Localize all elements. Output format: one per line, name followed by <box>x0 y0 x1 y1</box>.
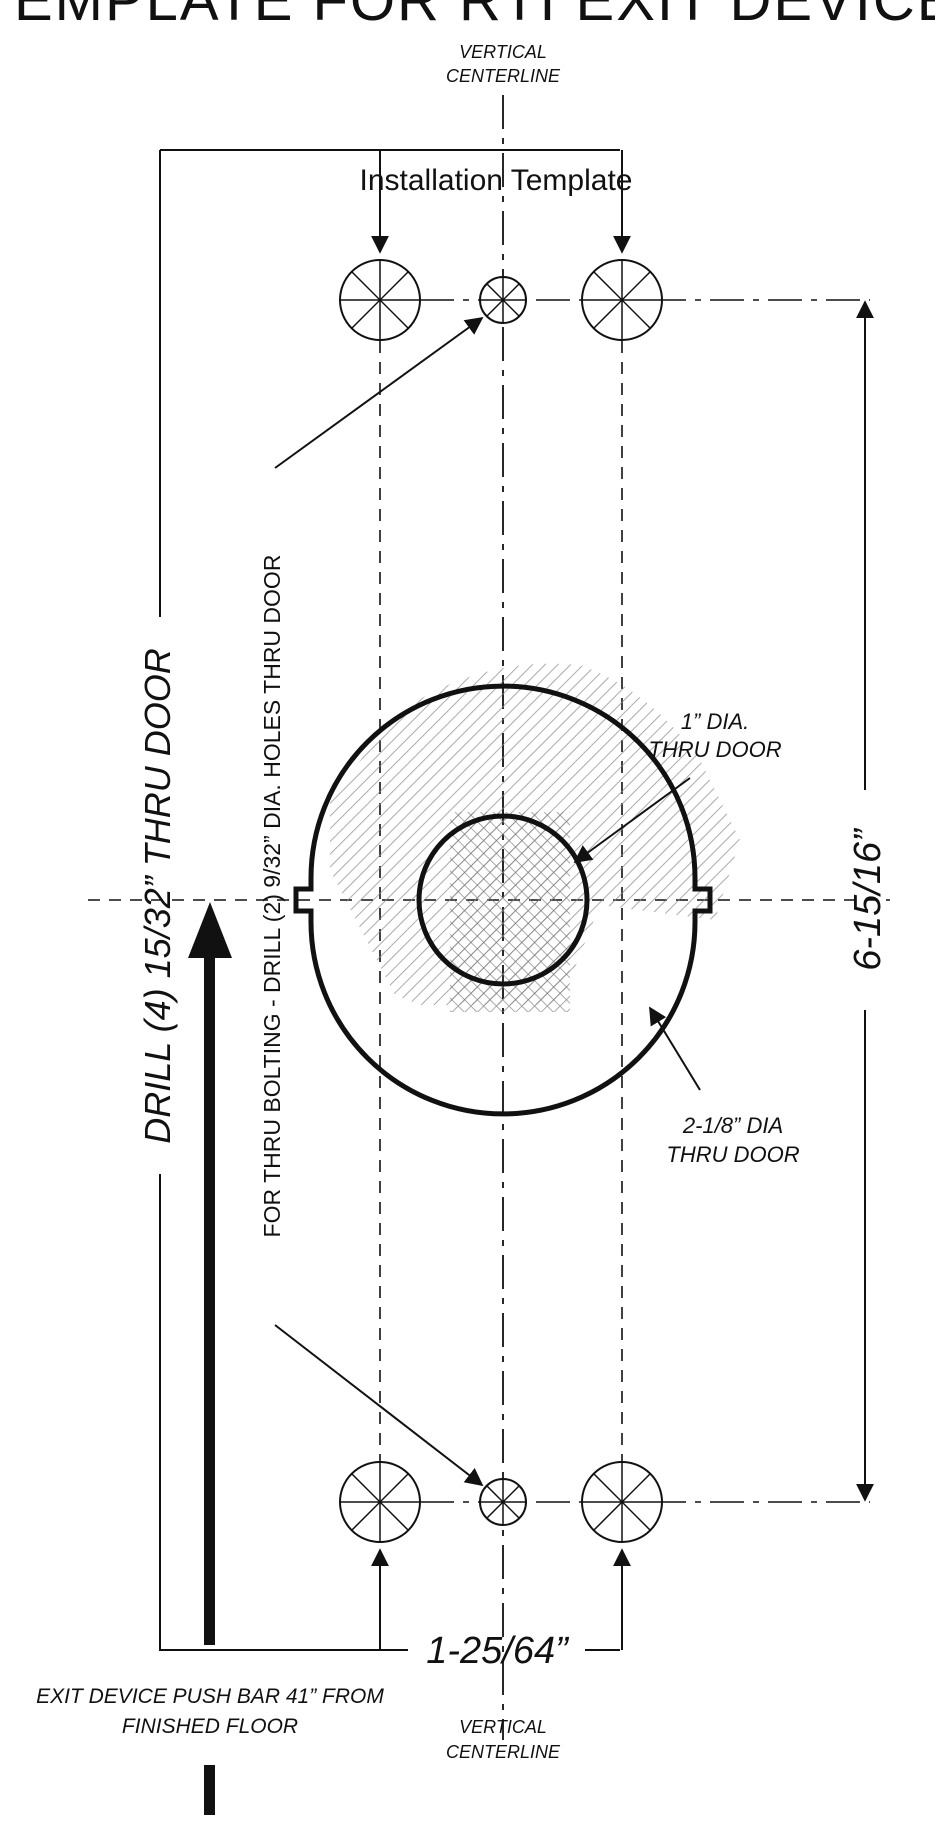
top-small-hole <box>479 276 527 324</box>
vertical-centerline-label-top: VERTICAL <box>459 42 547 62</box>
two-inch-label-2: THRU DOOR <box>666 1142 799 1167</box>
push-bar-arrow <box>188 902 232 1815</box>
one-inch-bore-circle <box>416 813 590 987</box>
bottom-left-hole <box>339 1461 421 1543</box>
thru-bolting-label: FOR THRU BOLTING - DRILL (2) 9/32” DIA. … <box>259 555 285 1238</box>
thru-bolt-leader-top <box>274 316 484 469</box>
vertical-centerline-label-top-2: CENTERLINE <box>446 66 561 86</box>
top-left-hole <box>339 259 421 341</box>
vertical-centerline-label-bottom-2: CENTERLINE <box>446 1742 561 1762</box>
height-dimension: 6-15/16” <box>847 827 889 971</box>
exit-device-label-2: FINISHED FLOOR <box>122 1715 298 1738</box>
one-inch-label-2: THRU DOOR <box>648 737 781 762</box>
large-bore-circle <box>293 683 713 1117</box>
thru-bolt-leader-bottom <box>274 1324 484 1487</box>
two-inch-label: 2-1/8” DIA <box>682 1113 783 1138</box>
bottom-small-hole <box>479 1478 527 1526</box>
template-outline <box>159 149 620 1651</box>
vertical-centerline-label-bottom: VERTICAL <box>459 1717 547 1737</box>
two-inch-leader <box>649 1006 701 1091</box>
width-dimension: 1-25/64” <box>426 1630 570 1672</box>
one-inch-leader <box>573 777 691 864</box>
top-right-hole <box>581 259 663 341</box>
one-inch-label: 1” DIA. <box>681 709 749 734</box>
installation-template-label: Installation Template <box>360 164 633 197</box>
drill-four-label: DRILL (4) 15/32” THRU DOOR <box>137 648 178 1143</box>
page-title: TEMPLATE FOR RTI EXIT DEVICE <box>0 0 935 33</box>
bottom-right-hole <box>581 1461 663 1543</box>
hatched-area <box>330 663 740 1012</box>
exit-device-label: EXIT DEVICE PUSH BAR 41” FROM <box>36 1685 384 1708</box>
